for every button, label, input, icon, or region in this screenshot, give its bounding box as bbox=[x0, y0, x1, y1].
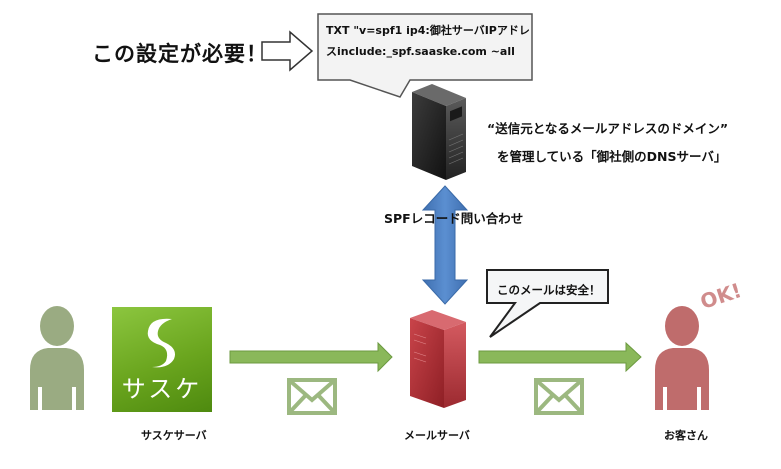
sasuke-server-caption: サスケサーバ bbox=[141, 429, 207, 442]
customer-person-icon bbox=[655, 306, 709, 410]
dns-server-icon bbox=[412, 84, 466, 180]
envelope-icon bbox=[534, 378, 584, 415]
green-arrow-right-icon bbox=[229, 341, 393, 373]
spf-record-line-1: TXT "v=spf1 ip4:御社サーバIPアドレ bbox=[326, 24, 530, 37]
dns-server-description-line-2: を管理している「御社側のDNSサーバ」 bbox=[497, 149, 727, 164]
arrow-right-icon bbox=[261, 30, 314, 72]
envelope-icon bbox=[287, 378, 337, 415]
green-arrow-right-icon bbox=[478, 341, 642, 373]
double-arrow-vertical-icon bbox=[421, 185, 469, 305]
safe-speech-bubble bbox=[486, 269, 609, 338]
sasuke-s-mark-icon bbox=[147, 318, 175, 368]
setting-required-label: この設定が必要！ bbox=[92, 42, 268, 66]
customer-caption: お客さん bbox=[664, 429, 708, 442]
spf-query-label: SPFレコード問い合わせ bbox=[384, 211, 524, 226]
spf-record-callout bbox=[317, 13, 533, 98]
spf-record-line-2: スinclude:_spf.saaske.com ~all bbox=[326, 45, 515, 58]
safe-bubble-text: このメールは安全！ bbox=[497, 283, 601, 297]
mail-server-caption: メールサーバ bbox=[404, 429, 470, 442]
spf-record-text: TXT "v=spf1 ip4:御社サーバIPアドレ スinclude:_spf… bbox=[326, 20, 530, 62]
sasuke-logo-text: サスケ bbox=[121, 375, 203, 403]
mail-server-icon bbox=[410, 310, 466, 408]
sender-person-icon bbox=[30, 306, 84, 410]
dns-server-description-line-1: “送信元となるメールアドレスのドメイン” bbox=[487, 121, 729, 136]
sasuke-logo: サスケ bbox=[112, 307, 212, 412]
